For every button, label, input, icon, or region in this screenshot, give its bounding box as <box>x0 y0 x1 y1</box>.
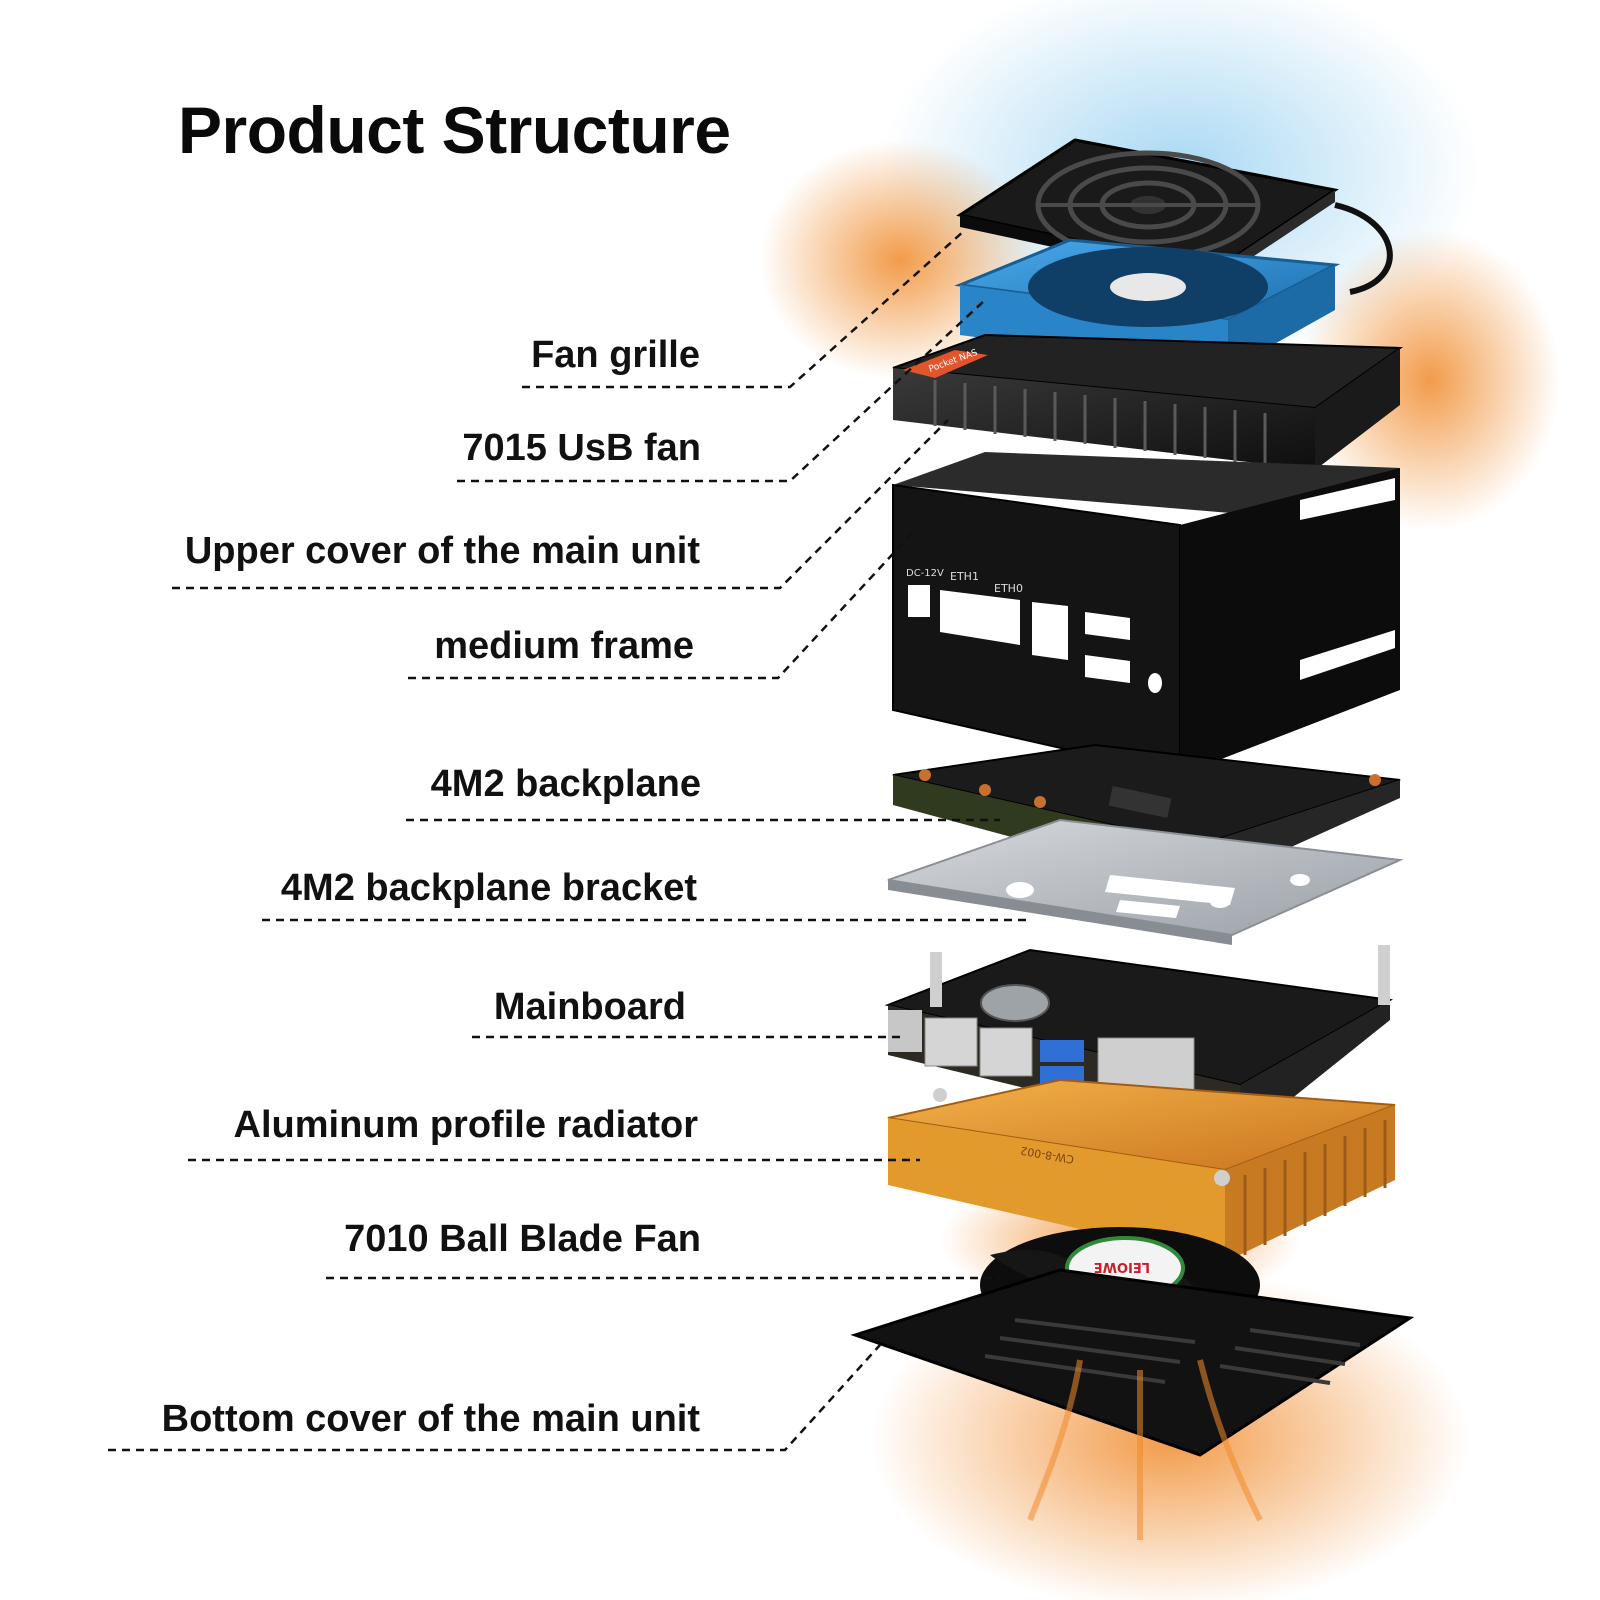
eth1-port-cutout <box>940 590 1020 645</box>
label-m2-backplane: 4M2 backplane <box>430 763 701 805</box>
label-mainboard: Mainboard <box>493 986 686 1028</box>
dc-port-cutout <box>908 585 930 617</box>
label-blade-fan: 7010 Ball Blade Fan <box>344 1218 701 1260</box>
label-radiator: Aluminum profile radiator <box>233 1104 698 1146</box>
hdmi-port-cutout-1 <box>1085 612 1130 640</box>
leader-medium-frame <box>408 529 916 680</box>
usb3-port-1 <box>1040 1040 1084 1062</box>
medium-frame-part: DC-12V ETH1 ETH0 <box>892 452 1400 777</box>
fan-brand-text: LEIOWE <box>1094 1259 1150 1274</box>
port-label-dc: DC-12V <box>906 568 944 579</box>
leader-bottom-cover <box>108 1344 881 1452</box>
m2-bracket-part <box>887 818 1404 945</box>
label-bottom-cover: Bottom cover of the main unit <box>161 1398 700 1440</box>
label-upper-cover: Upper cover of the main unit <box>184 530 700 572</box>
aluminum-radiator-part: CW-8-002 <box>887 1078 1396 1262</box>
label-medium-frame: medium frame <box>434 625 694 667</box>
label-fan-grille: Fan grille <box>531 334 700 376</box>
bottom-cover-part <box>850 1268 1415 1540</box>
label-m2-bracket: 4M2 backplane bracket <box>280 867 697 909</box>
hdmi-port-cutout-2 <box>1085 655 1130 683</box>
leader-lines <box>108 229 1030 1452</box>
leader-usb-fan <box>457 299 986 483</box>
side-airflow-orange <box>1300 230 1560 530</box>
upper-cover-part: Pocket NAS <box>892 333 1404 470</box>
ethernet-port-2 <box>979 1027 1033 1077</box>
usb-port-cutout <box>1032 602 1068 660</box>
ethernet-port-1 <box>924 1017 978 1067</box>
dc-jack <box>888 1010 922 1052</box>
leader-upper-cover <box>172 419 949 590</box>
page-title: Product Structure <box>178 93 731 167</box>
leader-fan-grille <box>522 229 966 389</box>
port-label-eth1: ETH1 <box>950 570 979 583</box>
label-usb-fan: 7015 UsB fan <box>462 427 701 469</box>
port-label-eth0: ETH0 <box>994 582 1023 595</box>
